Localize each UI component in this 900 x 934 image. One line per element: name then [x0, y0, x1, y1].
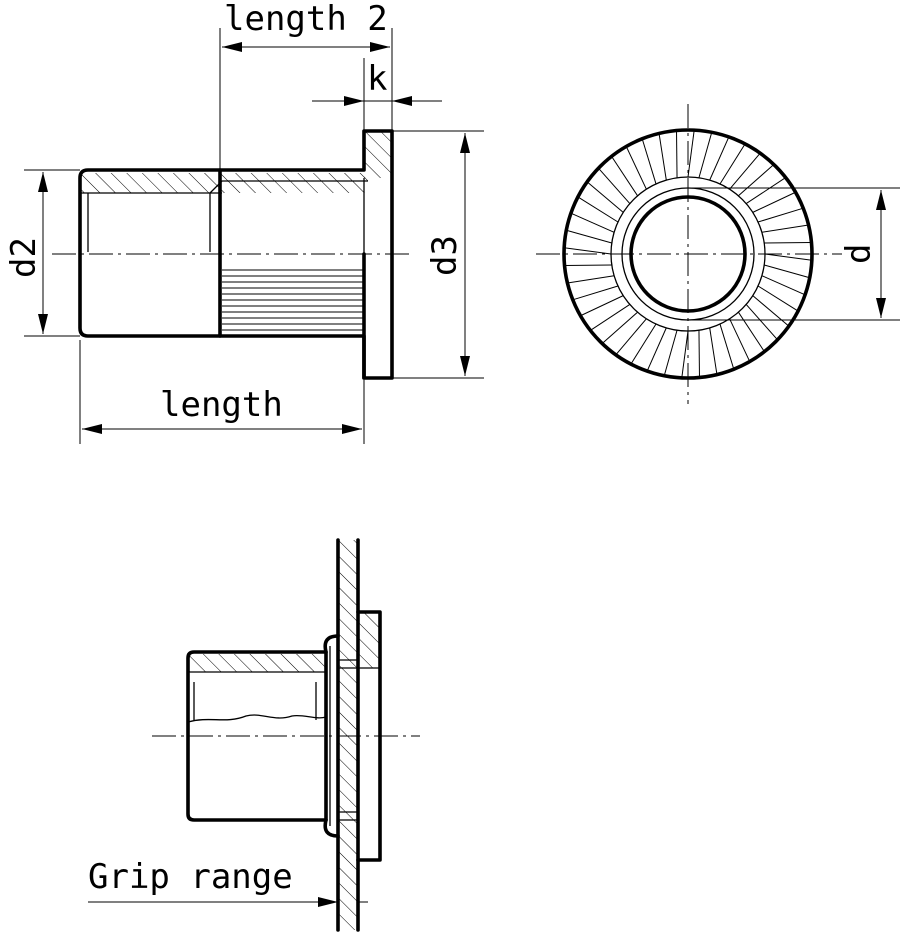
serration-ray: [615, 318, 647, 356]
serration-ray: [764, 264, 810, 279]
serration-ray: [698, 132, 713, 178]
length-label: length: [160, 385, 283, 425]
installed-sheet-hatch: [338, 540, 358, 930]
serration-ray: [586, 181, 624, 213]
serration-ray: [601, 311, 638, 344]
serration-ray: [757, 285, 799, 312]
side-view-flange-hatch: [364, 131, 392, 178]
serration-ray: [641, 138, 657, 185]
side-view-knurling: [222, 269, 364, 331]
installed-view: Grip range: [88, 538, 420, 932]
serration-ray: [709, 136, 730, 181]
serration-ray: [598, 167, 631, 204]
serration-ray: [752, 295, 790, 327]
d2-label: d2: [4, 237, 44, 278]
serration-ray: [745, 304, 778, 341]
serration-ray: [752, 191, 796, 213]
side-view: length 2 k d2 d3 length: [4, 0, 484, 444]
serration-ray: [745, 177, 786, 204]
serration-ray: [625, 146, 647, 190]
serration-ray: [681, 330, 689, 378]
serration-ray: [577, 196, 619, 223]
front-view-serration: [564, 130, 812, 378]
serration-ray: [611, 156, 638, 197]
serration-ray: [566, 229, 612, 244]
serration-ray: [580, 295, 624, 317]
serration-ray: [687, 130, 695, 178]
serration-ray: [757, 207, 804, 223]
serration-ray: [719, 323, 735, 370]
serration-ray: [564, 247, 612, 255]
serration-ray: [564, 264, 612, 266]
serration-ray: [646, 327, 667, 372]
serration-ray: [719, 143, 746, 185]
k-label: k: [367, 59, 387, 99]
grip-range-label: Grip range: [88, 857, 293, 897]
serration-ray: [709, 327, 718, 375]
serration-ray: [658, 133, 667, 181]
serration-ray: [738, 311, 765, 352]
serration-ray: [764, 242, 812, 244]
serration-ray: [761, 224, 809, 233]
d-label: d: [839, 244, 879, 264]
d3-label: d3: [425, 235, 465, 276]
side-view-outline: [78, 129, 394, 380]
serration-ray: [729, 318, 751, 362]
serration-ray: [570, 212, 615, 233]
front-view: d: [536, 104, 900, 404]
length2-label: length 2: [224, 0, 388, 39]
serration-ray: [738, 164, 775, 197]
serration-ray: [572, 285, 619, 301]
serration-ray: [676, 130, 678, 178]
serration-ray: [729, 152, 761, 190]
serration-ray: [663, 330, 678, 376]
serration-ray: [698, 330, 700, 378]
side-view-hatched-wall: [80, 173, 368, 193]
serration-ray: [567, 275, 615, 284]
serration-ray: [630, 323, 657, 365]
serration-ray: [764, 253, 812, 261]
serration-ray: [761, 275, 806, 296]
serration-ray: [590, 304, 631, 331]
